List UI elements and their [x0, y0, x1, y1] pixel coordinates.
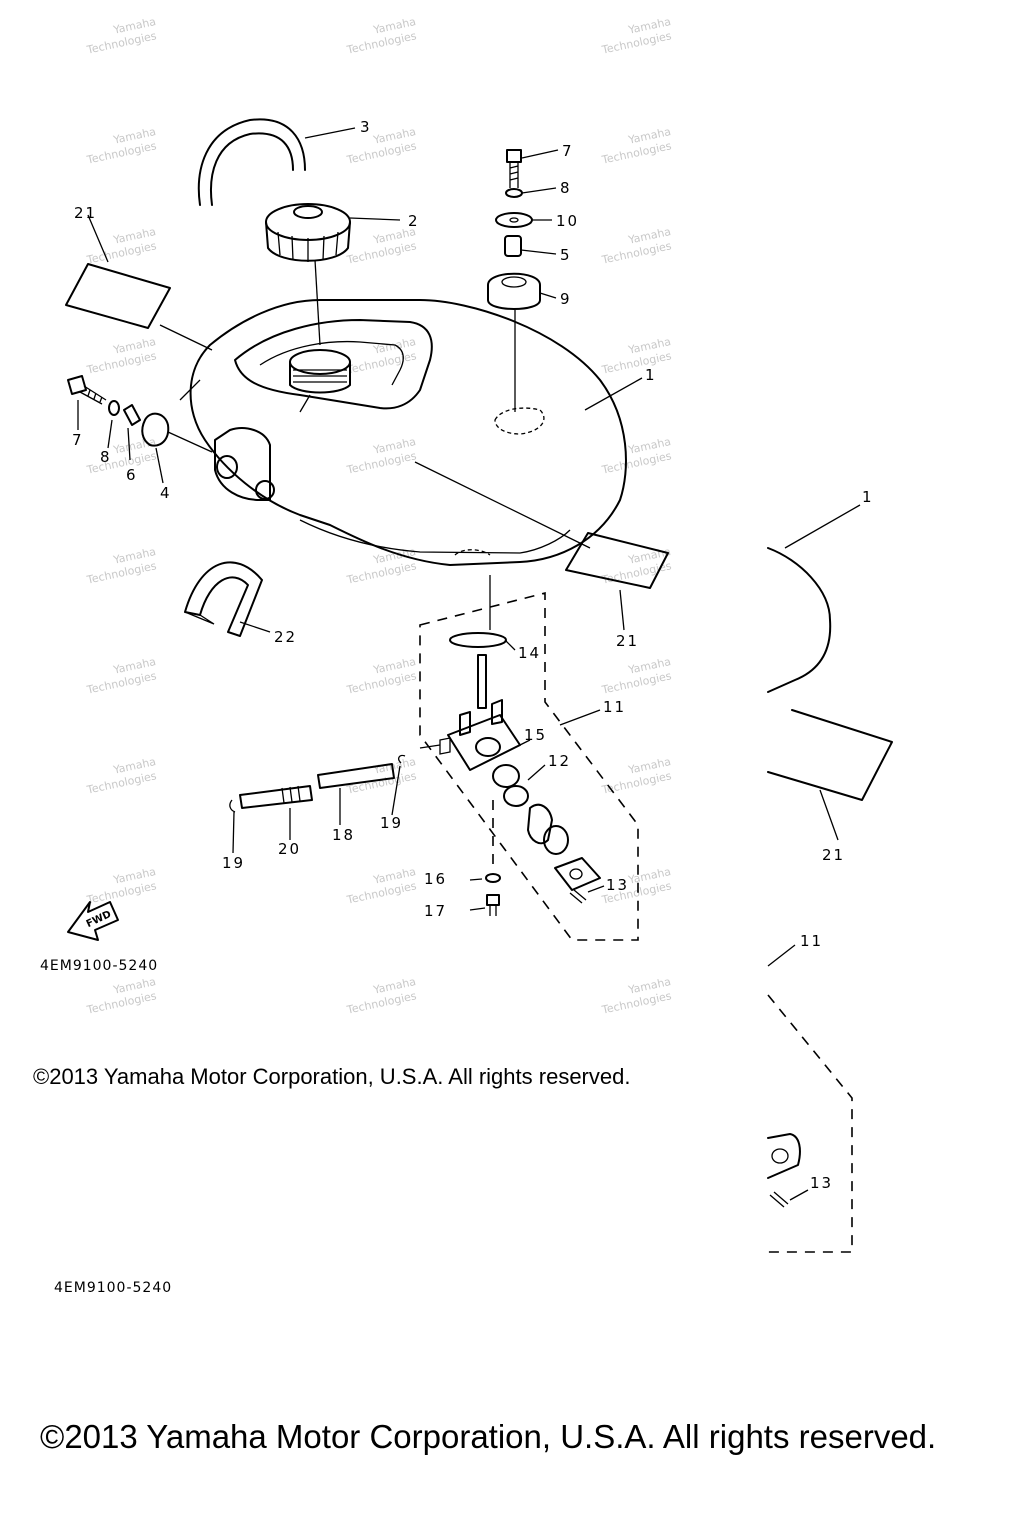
watermark-text: YamahaTechnologies	[82, 15, 160, 57]
callout-11-detail: 11	[800, 932, 823, 950]
copyright-notice-small: ©2013 Yamaha Motor Corporation, U.S.A. A…	[33, 1064, 631, 1089]
leader-lines	[77, 127, 861, 1201]
callout-10: 10	[556, 212, 579, 230]
watermark-text: YamahaTechnologies	[82, 225, 160, 267]
watermark-text: YamahaTechnologies	[82, 865, 160, 907]
callout-8-top: 8	[560, 179, 572, 197]
callout-labels: 3 2 7 8 10 5 9 1 21 7 8 6 4 22 21 14 11 …	[72, 118, 874, 1192]
callout-22: 22	[274, 628, 297, 646]
fuel-cap-drawing	[265, 203, 351, 346]
watermark-text: YamahaTechnologies	[342, 865, 420, 907]
callout-16: 16	[424, 870, 447, 888]
label-sticker-lower	[565, 532, 669, 589]
callout-1-detail: 1	[862, 488, 874, 506]
watermark-text: YamahaTechnologies	[342, 435, 420, 477]
watermark-text: YamahaTechnologies	[82, 435, 160, 477]
watermark-text: YamahaTechnologies	[597, 125, 675, 167]
callout-18: 18	[332, 826, 355, 844]
mount-bolt-stack	[487, 149, 541, 310]
callout-3: 3	[360, 118, 372, 136]
clip-part	[184, 561, 263, 637]
callout-6: 6	[126, 466, 138, 484]
watermark-text: YamahaTechnologies	[597, 335, 675, 377]
forward-arrow: FWD	[67, 901, 119, 941]
callout-13-detail: 13	[810, 1174, 833, 1192]
watermark-text: YamahaTechnologies	[597, 225, 675, 267]
watermark-text: YamahaTechnologies	[597, 655, 675, 697]
callout-12: 12	[548, 752, 571, 770]
watermark-text: YamahaTechnologies	[342, 975, 420, 1017]
watermark-text: YamahaTechnologies	[82, 335, 160, 377]
watermark-text: YamahaTechnologies	[597, 15, 675, 57]
callout-15: 15	[524, 726, 547, 744]
watermark-text: YamahaTechnologies	[82, 755, 160, 797]
callout-17: 17	[424, 902, 447, 920]
part-code: 4EM9100-5240	[40, 958, 158, 974]
watermark-text: YamahaTechnologies	[597, 975, 675, 1017]
callout-5: 5	[560, 246, 572, 264]
watermark-text: YamahaTechnologies	[342, 655, 420, 697]
callout-1: 1	[645, 366, 657, 384]
callout-14: 14	[518, 644, 541, 662]
part-code-repeat: 4EM9100-5240	[54, 1280, 172, 1296]
side-bolt-stack	[67, 375, 213, 453]
callout-21-detail: 21	[822, 846, 845, 864]
fuel-tank-detail-right	[767, 547, 832, 693]
callout-7-left: 7	[72, 431, 84, 449]
watermark-text: YamahaTechnologies	[82, 545, 160, 587]
callout-4: 4	[160, 484, 172, 502]
watermark-text: YamahaTechnologies	[342, 225, 420, 267]
callout-8-left: 8	[100, 448, 112, 466]
callout-2: 2	[408, 212, 420, 230]
watermark-text: YamahaTechnologies	[82, 975, 160, 1017]
watermark-text: YamahaTechnologies	[597, 755, 675, 797]
callout-21-lower: 21	[616, 632, 639, 650]
callout-9: 9	[560, 290, 572, 308]
fuel-cock-detail-right	[767, 944, 853, 1253]
watermark-text: YamahaTechnologies	[597, 435, 675, 477]
watermark-text: YamahaTechnologies	[342, 15, 420, 57]
watermark-layer: YamahaTechnologiesYamahaTechnologiesYama…	[82, 15, 675, 1017]
label-sticker-detail	[767, 709, 893, 801]
callout-19-left: 19	[222, 854, 245, 872]
callout-20: 20	[278, 840, 301, 858]
watermark-text: YamahaTechnologies	[342, 755, 420, 797]
callout-19-right: 19	[380, 814, 403, 832]
callout-13: 13	[606, 876, 629, 894]
fuel-tank-drawing	[179, 299, 627, 566]
copyright-notice-large: ©2013 Yamaha Motor Corporation, U.S.A. A…	[40, 1418, 937, 1455]
callout-11: 11	[603, 698, 626, 716]
fuel-hose-set	[229, 754, 406, 813]
label-sticker-upper	[65, 263, 171, 329]
watermark-text: YamahaTechnologies	[82, 125, 160, 167]
callout-7-top: 7	[562, 142, 574, 160]
callout-21-upper: 21	[74, 204, 97, 222]
watermark-text: YamahaTechnologies	[82, 655, 160, 697]
watermark-text: YamahaTechnologies	[342, 125, 420, 167]
breather-hose	[197, 118, 306, 206]
